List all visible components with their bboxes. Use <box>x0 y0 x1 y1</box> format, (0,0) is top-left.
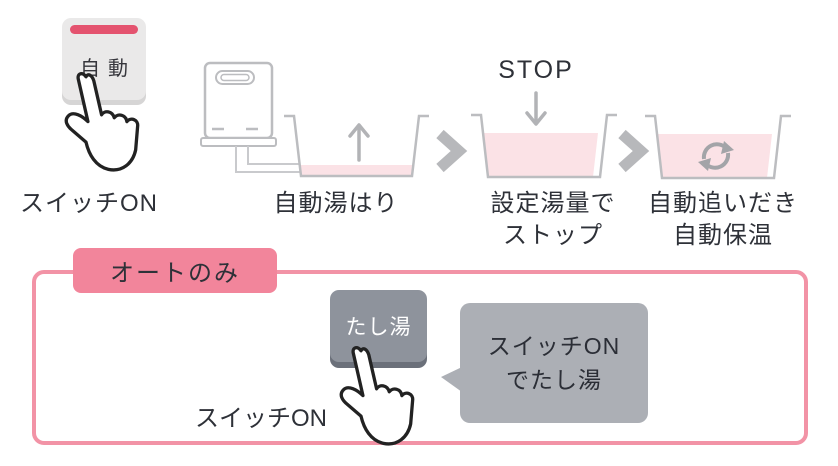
bubble-line-2: でたし湯 <box>506 367 602 393</box>
caption-auto-fill: 自動湯はり <box>273 190 399 217</box>
auto-button-label: 自動 <box>80 57 136 80</box>
caption-stop-at-set-volume: 設定湯量で ストップ <box>490 190 616 249</box>
bathtub-stop-icon <box>471 91 617 179</box>
chevron-right-icon <box>618 129 650 173</box>
bathtub-filling-icon <box>284 114 429 178</box>
down-arrow-icon <box>525 91 547 126</box>
flow-diagram <box>200 61 791 180</box>
caption-switch-on: スイッチON <box>20 190 158 217</box>
caption-auto-reheat-keepwarm: 自動追いだき 自動保温 <box>648 190 798 249</box>
indicator-bar <box>70 25 138 34</box>
pointing-hand-icon <box>47 70 162 182</box>
stop-label: STOP <box>498 56 574 84</box>
auto-switch-button[interactable]: 自動 <box>62 18 146 100</box>
chevron-right-icon <box>436 129 468 173</box>
auto-only-tab: オートのみ <box>73 248 277 293</box>
water-heater-icon <box>200 61 277 147</box>
bathtub-keepwarm-icon <box>645 114 791 180</box>
up-arrow-icon <box>348 123 370 162</box>
speech-bubble: スイッチON でたし湯 <box>441 303 648 423</box>
add-hot-water-button[interactable]: たし湯 <box>330 290 427 362</box>
pipe-lines <box>235 146 300 173</box>
pointing-hand-icon <box>322 344 437 456</box>
caption-switch-on-bottom: スイッチON <box>195 405 327 432</box>
refresh-icon <box>698 141 734 171</box>
bubble-line-1: スイッチON <box>487 333 621 359</box>
